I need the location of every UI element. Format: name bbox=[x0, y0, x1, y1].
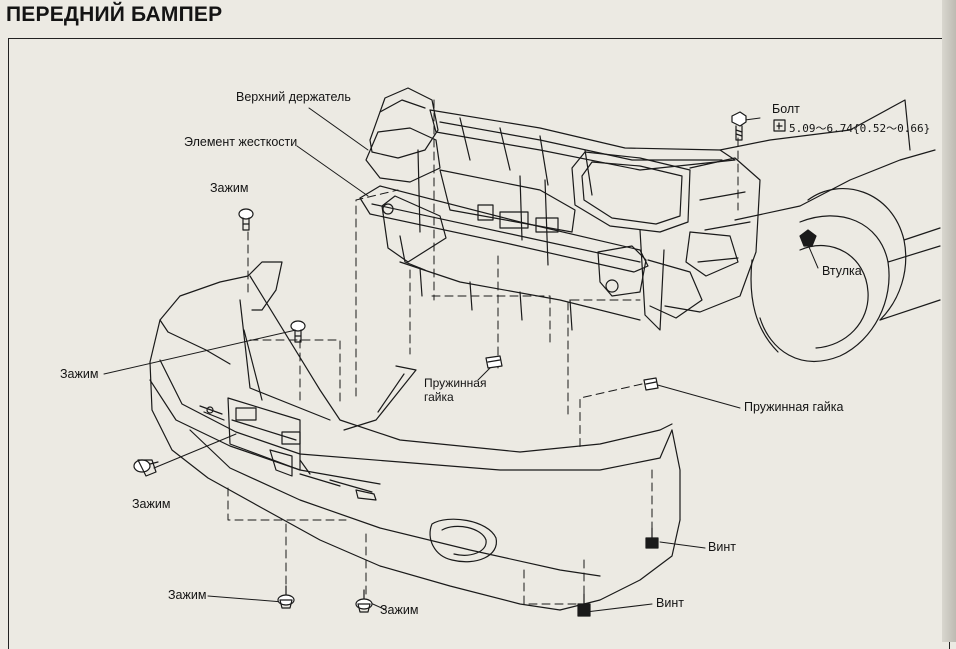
bumper-cover bbox=[149, 261, 681, 611]
page-gutter bbox=[942, 0, 956, 642]
clip-icon bbox=[277, 585, 295, 609]
screw-icon bbox=[577, 593, 591, 617]
label-clip-left: Зажим bbox=[60, 367, 99, 381]
assembly-lines bbox=[227, 99, 739, 605]
page-title: ПЕРЕДНИЙ БАМПЕР bbox=[6, 3, 223, 26]
clip-icon bbox=[238, 208, 254, 231]
clip-icon bbox=[133, 459, 159, 477]
label-screw-b: Винт bbox=[656, 596, 684, 610]
label-clip-top: Зажим bbox=[210, 181, 249, 195]
label-clip-lower-left: Зажим bbox=[132, 497, 171, 511]
label-spring-nut-center-1: Пружинная bbox=[424, 376, 487, 390]
clip-icon bbox=[290, 320, 306, 343]
label-bolt-torque: 5.09〜6.74{0.52〜0.66} bbox=[789, 122, 931, 135]
label-upper-holder: Верхний держатель bbox=[236, 90, 351, 104]
bolt-icon bbox=[731, 111, 747, 141]
torque-wrench-icon bbox=[773, 119, 786, 132]
spring-nut-icon bbox=[643, 377, 659, 391]
label-stiffener: Элемент жесткости bbox=[184, 135, 298, 149]
leader-lines bbox=[103, 107, 819, 613]
label-spring-nut-center-2: гайка bbox=[424, 390, 454, 404]
radiator-support bbox=[359, 87, 941, 362]
label-screw-a: Винт bbox=[708, 540, 736, 554]
label-spring-nut-right: Пружинная гайка bbox=[744, 400, 844, 414]
label-bushing: Втулка bbox=[822, 264, 862, 278]
label-clip-bottom-b: Зажим bbox=[380, 603, 419, 617]
clip-icon bbox=[355, 589, 373, 613]
spring-nut-icon bbox=[485, 355, 503, 369]
label-clip-bottom-a: Зажим bbox=[168, 588, 207, 602]
bushing-icon bbox=[799, 229, 817, 247]
label-bolt: Болт bbox=[772, 102, 800, 116]
screw-icon bbox=[645, 527, 659, 549]
